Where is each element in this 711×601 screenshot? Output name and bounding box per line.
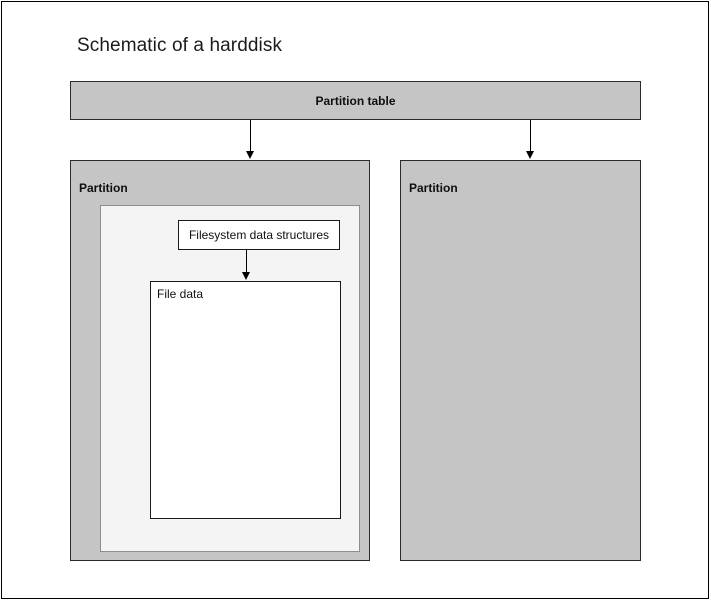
partition-one-label: Partition (79, 181, 128, 195)
page-title: Schematic of a harddisk (77, 35, 283, 56)
arrow-shaft (530, 120, 531, 152)
filesystem-data-structures-label: Filesystem data structures (188, 228, 330, 242)
file-data-node[interactable]: File data (150, 281, 341, 519)
partition-table-node[interactable]: Partition table (70, 81, 641, 120)
partition-two-node[interactable]: Partition (400, 160, 641, 561)
arrowhead-icon (246, 151, 254, 159)
partition-table-label: Partition table (315, 93, 396, 108)
arrowhead-icon (526, 151, 534, 159)
arrow-shaft (250, 120, 251, 152)
partition-two-label: Partition (409, 181, 458, 195)
file-data-label: File data (157, 287, 204, 301)
filesystem-data-structures-node[interactable]: Filesystem data structures (178, 220, 340, 250)
